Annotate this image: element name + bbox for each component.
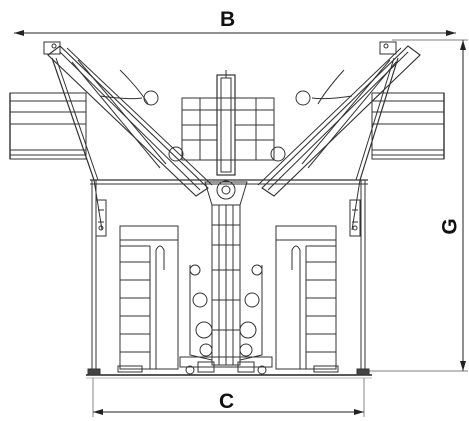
outer-frame: [90, 179, 368, 375]
right-lower-wheel-icon: [270, 146, 286, 162]
dimension-c-label: C: [219, 390, 235, 413]
left-wing: [9, 41, 213, 237]
central-mast: [181, 70, 275, 366]
dimension-g-label: G: [438, 218, 462, 235]
dimension-g: [364, 39, 468, 372]
dimension-b-label: B: [220, 8, 236, 31]
right-wing: [257, 41, 445, 237]
dimension-g-arrow-top: [460, 40, 466, 50]
left-ladder: [117, 225, 179, 373]
dimension-b-arrow-right: [446, 30, 456, 36]
dimension-g-arrow-bottom: [460, 361, 466, 371]
right-ladder: [275, 225, 339, 373]
dimension-b-arrow-left: [14, 30, 24, 36]
dimension-b: [14, 30, 456, 36]
dimension-c-arrow-left: [93, 409, 103, 415]
left-upper-wheel-icon: [143, 90, 159, 106]
dimension-c: [92, 378, 365, 417]
feet: [87, 368, 370, 376]
row-units: [179, 264, 273, 375]
left-lower-wheel-icon: [168, 146, 184, 162]
dimension-c-arrow-right: [354, 409, 364, 415]
right-upper-wheel-icon: [295, 90, 311, 106]
